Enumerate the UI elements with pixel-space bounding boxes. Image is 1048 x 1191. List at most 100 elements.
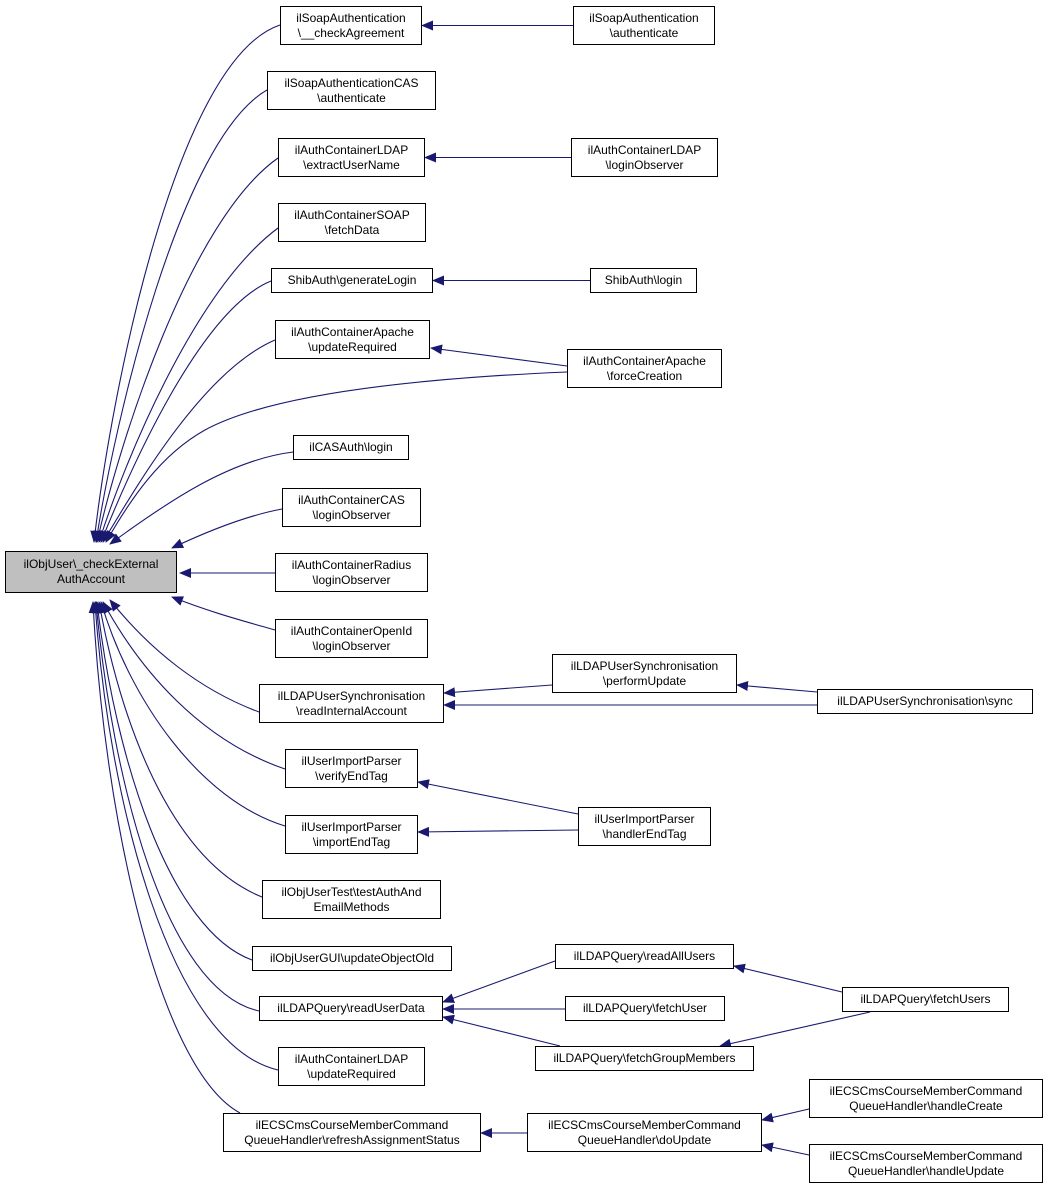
node-label-line: ShibAuth\login <box>604 273 683 287</box>
node-label-line: ilLDAPQuery\readUserData <box>277 1001 425 1015</box>
node-ldapq-read[interactable]: ilLDAPQuery\readUserData <box>259 996 443 1021</box>
node-label-line: ilAuthContainerCAS <box>298 492 405 507</box>
node-label-line: ilAuthContainerOpenId <box>290 623 413 638</box>
node-label-line: ilCASAuth\login <box>309 440 393 454</box>
node-cas-login[interactable]: ilCASAuth\login <box>293 435 409 460</box>
node-shib-login[interactable]: ShibAuth\login <box>590 268 697 293</box>
edge-ldap_extract-to-root <box>94 157 279 543</box>
edge-ecs_refresh-to-root <box>88 601 241 1114</box>
edge-ldapsync_read-to-root <box>109 599 260 713</box>
node-label-line: ilUserImportParser <box>301 753 402 768</box>
edge-apache_force-to-apache_upd <box>430 344 568 367</box>
node-label-line: ilSoapAuthenticationCAS <box>284 75 419 90</box>
node-label-line: \loginObserver <box>605 157 684 172</box>
node-label-line: \__checkAgreement <box>297 25 405 40</box>
edge-soap_check-to-root <box>90 24 281 543</box>
node-label-line: ilECSCmsCourseMemberCommand <box>829 1148 1023 1163</box>
edge-uip_verify-to-root <box>102 601 286 770</box>
node-shib-gen[interactable]: ShibAuth\generateLogin <box>271 268 433 293</box>
node-apache-force[interactable]: ilAuthContainerApache\forceCreation <box>567 349 722 388</box>
node-label-line: ilObjUser\_checkExternal <box>23 557 159 571</box>
node-label-line: ilUserImportParser <box>594 811 695 826</box>
node-label-line: ilSoapAuthentication <box>589 10 699 25</box>
node-label-line: ilECSCmsCourseMemberCommand <box>829 1083 1023 1098</box>
node-label-line: ilLDAPQuery\fetchUser <box>582 1001 708 1015</box>
node-label-line: QueueHandler\handleCreate <box>849 1098 1003 1113</box>
node-ldapq-readall[interactable]: ilLDAPQuery\readAllUsers <box>555 944 734 969</box>
node-ldapq-fetchgroup[interactable]: ilLDAPQuery\fetchGroupMembers <box>535 1046 754 1071</box>
node-label-line: QueueHandler\handleUpdate <box>847 1163 1005 1178</box>
node-uip-import[interactable]: ilUserImportParser\importEndTag <box>285 815 418 854</box>
edge-ldapq_fetchusers-to-ldapq_readall <box>733 963 843 993</box>
node-label-line: ilLDAPUserSynchronisation\sync <box>837 694 1013 708</box>
node-label-line: ilAuthContainerLDAP <box>294 1051 409 1066</box>
edge-ldapq_read-to-root <box>92 601 260 1012</box>
node-label-line: \updateRequired <box>308 339 397 354</box>
node-cas-loginobs[interactable]: ilAuthContainerCAS\loginObserver <box>282 488 421 527</box>
edge-apache_upd-to-root <box>102 339 276 543</box>
node-objusergui[interactable]: ilObjUserGUI\updateObjectOld <box>252 946 452 971</box>
node-radius-loginobs[interactable]: ilAuthContainerRadius\loginObserver <box>275 553 428 592</box>
edge-ecs_handleupd-to-ecs_doupdate <box>761 1142 810 1156</box>
node-label-line: ilSoapAuthentication <box>296 10 406 25</box>
node-ldap-loginobs[interactable]: ilAuthContainerLDAP\loginObserver <box>571 138 718 177</box>
edge-cas_login-to-root <box>109 451 294 545</box>
node-ldapq-fetchusers[interactable]: ilLDAPQuery\fetchUsers <box>842 987 1009 1012</box>
node-label-line: QueueHandler\doUpdate <box>577 1132 712 1147</box>
edge-ldapsync_perf-to-ldapsync_read <box>443 684 553 698</box>
edge-objusertest-to-root <box>96 601 263 898</box>
node-label-line: AuthAccount <box>56 572 126 586</box>
node-apache-upd[interactable]: ilAuthContainerApache\updateRequired <box>275 320 430 359</box>
node-label-line: ilLDAPUserSynchronisation <box>570 658 719 673</box>
edge-uip_handler-to-uip_verify <box>417 779 579 815</box>
edge-apache_force-to-root <box>105 371 568 543</box>
node-label-line: ilLDAPQuery\fetchUsers <box>860 992 991 1006</box>
node-label-line: ilAuthContainerLDAP <box>587 142 702 157</box>
node-label-line: \readInternalAccount <box>296 703 407 718</box>
node-soapcas-auth[interactable]: ilSoapAuthenticationCAS\authenticate <box>267 71 436 110</box>
edge-uip_import-to-root <box>99 601 286 827</box>
node-soap-check[interactable]: ilSoapAuthentication\__checkAgreement <box>280 6 422 45</box>
node-ldapsync-read[interactable]: ilLDAPUserSynchronisation\readInternalAc… <box>259 684 444 723</box>
node-label-line: \fetchData <box>324 222 380 237</box>
edge-cas_loginobs-to-root <box>171 508 283 549</box>
edge-openid_loginobs-to-root <box>171 596 276 631</box>
node-label-line: ilAuthContainerLDAP <box>294 142 409 157</box>
node-label-line: \performUpdate <box>602 673 687 688</box>
node-label-line: \loginObserver <box>312 638 391 653</box>
edge-ldapq_fetchgroup-to-ldapq_read <box>442 1014 561 1047</box>
node-label-line: \authenticate <box>609 25 679 40</box>
node-uip-handler[interactable]: ilUserImportParser\handlerEndTag <box>578 807 711 846</box>
edge-ldapq_readall-to-ldapq_read <box>442 960 556 1003</box>
node-label-line: ilAuthContainerSOAP <box>294 207 410 222</box>
edge-ldapq_fetchusers-to-ldapq_fetchgroup <box>719 1011 871 1049</box>
node-label-line: ilAuthContainerRadius <box>291 557 412 572</box>
node-label-line: ShibAuth\generateLogin <box>287 273 417 287</box>
node-label-line: ilAuthContainerApache <box>291 324 414 339</box>
node-label-line: ilLDAPUserSynchronisation <box>277 688 426 703</box>
node-soap-fetch[interactable]: ilAuthContainerSOAP\fetchData <box>278 203 426 242</box>
node-label-line: \forceCreation <box>606 368 683 383</box>
node-label-line: \extractUserName <box>303 157 400 172</box>
node-label-line: ilAuthContainerApache <box>583 353 706 368</box>
edge-soapcas_auth-to-root <box>92 89 268 543</box>
node-label-line: ilUserImportParser <box>301 819 402 834</box>
node-ldap-extract[interactable]: ilAuthContainerLDAP\extractUserName <box>278 138 425 177</box>
node-ldapq-fetchuser[interactable]: ilLDAPQuery\fetchUser <box>565 996 725 1021</box>
node-ldapsync-perf[interactable]: ilLDAPUserSynchronisation\performUpdate <box>552 654 737 693</box>
node-label-line: ilLDAPQuery\fetchGroupMembers <box>553 1051 736 1065</box>
node-label-line: ilECSCmsCourseMemberCommand <box>255 1117 449 1132</box>
node-ldap-updreq[interactable]: ilAuthContainerLDAP\updateRequired <box>278 1047 425 1086</box>
node-ldapsync-sync[interactable]: ilLDAPUserSynchronisation\sync <box>817 689 1033 714</box>
node-label-line: \importEndTag <box>312 834 391 849</box>
node-openid-loginobs[interactable]: ilAuthContainerOpenId\loginObserver <box>275 619 428 658</box>
node-uip-verify[interactable]: ilUserImportParser\verifyEndTag <box>285 749 418 788</box>
node-soap-auth[interactable]: ilSoapAuthentication\authenticate <box>573 6 715 45</box>
